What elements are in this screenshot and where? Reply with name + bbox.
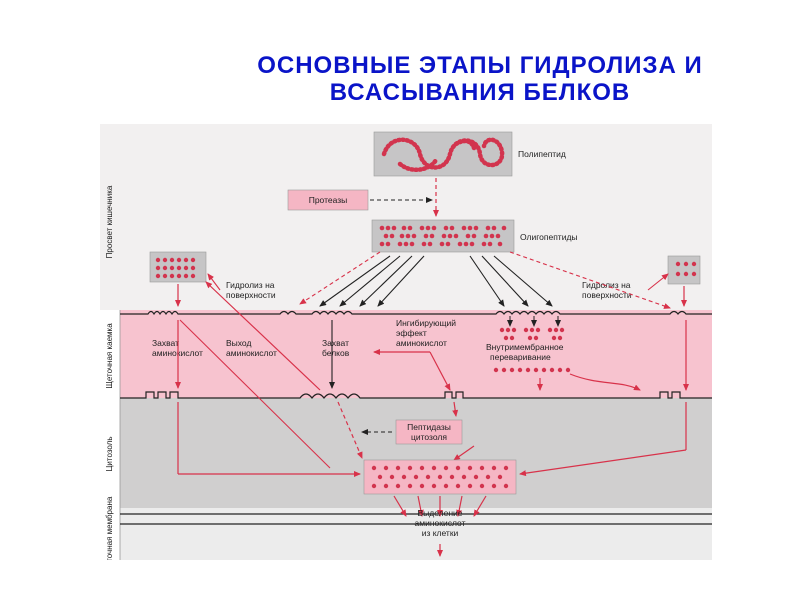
label-release-3: из клетки (422, 528, 459, 538)
label-intramem-1: Внутримембранное (486, 342, 564, 352)
label-capture-prot-1: Захват (322, 338, 349, 348)
zone-label-brush: Щеточная каемка (105, 323, 114, 389)
label-exit-aa-2: аминокислот (226, 348, 277, 358)
membrane-zone (120, 508, 712, 560)
zone-label-membrane: Клеточная мембрана (105, 496, 114, 560)
aa-box-left (149, 251, 207, 283)
label-release-2: аминокислот (415, 518, 466, 528)
polypeptide-box (373, 131, 513, 177)
label-surface-right-2: поверхности (582, 290, 632, 300)
label-inhibit-1: Ингибирующий (396, 318, 456, 328)
label-capture-aa-1: Захват (152, 338, 179, 348)
inner-membrane-line (120, 391, 712, 399)
title-line-1: ОСНОВНЫЕ ЭТАПЫ ГИДРОЛИЗА И (257, 52, 703, 79)
label-inhibit-2: эффект (396, 328, 427, 338)
zone-label-lumen: Просвет кишечника (105, 185, 114, 258)
label-oligopeptides: Олигопептиды (520, 232, 578, 242)
proteases-box (287, 189, 369, 211)
brush-border-surface (120, 310, 712, 316)
slide-title: ОСНОВНЫЕ ЭТАПЫ ГИДРОЛИЗА И ВСАСЫВАНИЯ БЕ… (200, 52, 760, 106)
title-line-2: ВСАСЫВАНИЯ БЕЛКОВ (329, 79, 631, 106)
intramembrane-dots (493, 327, 571, 373)
protein-hydrolysis-diagram: Просвет кишечника Щеточная каемка Цитозо… (100, 124, 712, 560)
label-exit-aa-1: Выход (226, 338, 251, 348)
label-release-1: Выделение (417, 508, 462, 518)
label-surface-left-2: поверхности (226, 290, 276, 300)
label-cyto-pept-2: цитозоля (411, 432, 447, 442)
label-capture-prot-2: белков (322, 348, 350, 358)
cytosol-peptidases-box (395, 419, 463, 445)
label-intramem-2: переваривание (490, 352, 551, 362)
label-surface-right-1: Гидролиз на (582, 280, 631, 290)
aa-box-right (667, 255, 701, 285)
zone-label-cytosol: Цитозоль (105, 436, 114, 471)
label-proteases: Протеазы (309, 195, 348, 205)
amino-acid-pool-box (363, 459, 517, 495)
label-cyto-pept-1: Пептидазы (407, 422, 451, 432)
label-surface-left-1: Гидролиз на (226, 280, 275, 290)
label-polypeptide: Полипептид (518, 149, 566, 159)
label-inhibit-3: аминокислот (396, 338, 447, 348)
oligopeptides-box (371, 219, 515, 253)
